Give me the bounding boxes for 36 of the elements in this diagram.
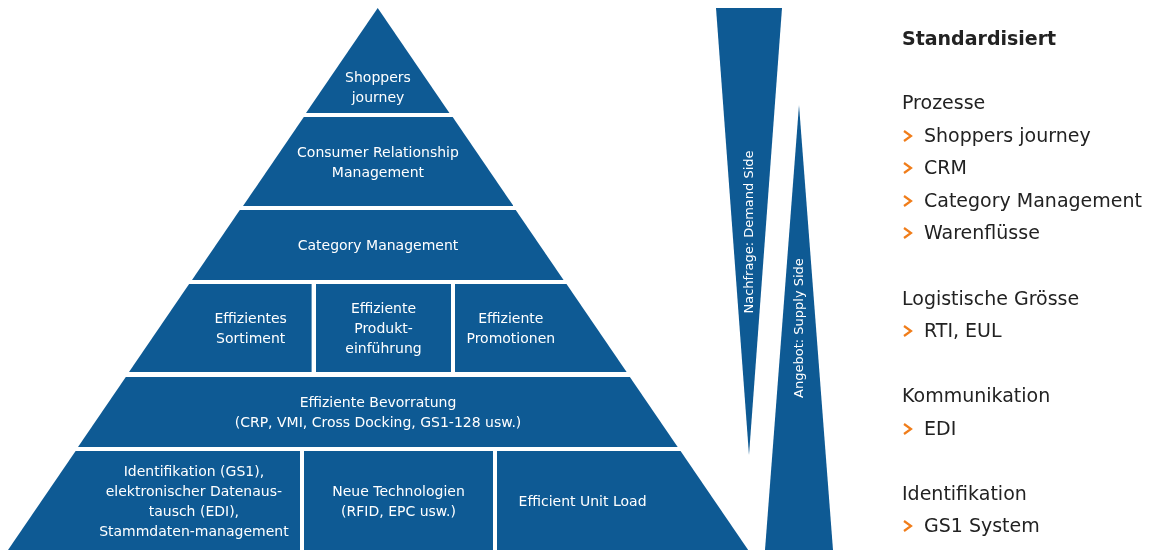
pyramid-segment	[455, 284, 627, 372]
list-item: Shoppers journey	[924, 123, 1091, 147]
pyramid-segment	[497, 451, 749, 550]
pyramid-segment	[192, 210, 564, 280]
pyramid-segment	[316, 284, 451, 372]
heading: Standardisiert	[902, 26, 1057, 50]
pyramid-apex	[306, 8, 450, 113]
segment-label: Neue Technologien	[332, 481, 465, 501]
list-item: Warenflüsse	[924, 220, 1040, 244]
segment-label: Identifikation (GS1), elektronischer Datenaus-tausch (EDI), Stammdaten-management	[98, 461, 289, 541]
pyramid-segment	[78, 377, 678, 447]
list-item: RTI, EUL	[924, 318, 1002, 342]
segment-label: Effiziente Produkt-einführung	[344, 299, 423, 358]
segment-label: (CRP, VMI, Cross Docking, GS1-128 usw.)	[234, 413, 522, 432]
pyramid-segment	[7, 451, 300, 550]
pyramid-segment	[129, 284, 312, 372]
segment-label: Effiziente Bevorratung	[299, 393, 457, 412]
wedge-label: Nachfrage: Demand Side	[740, 149, 757, 314]
list-item: GS1 System	[924, 513, 1040, 537]
list-item: CRM	[924, 155, 967, 179]
segment-label: Consumer Relationship Management	[296, 142, 460, 182]
wedge-label: Angebot: Supply Side	[790, 257, 807, 398]
segment-label: Shoppers journey	[344, 67, 412, 107]
list-item: EDI	[924, 416, 957, 440]
group-heading: Prozesse	[902, 90, 986, 114]
segment-label: (RFID, EPC usw.)	[341, 501, 456, 521]
segment-label: Effizientes Sortiment	[213, 309, 288, 348]
group-heading: Identifikation	[902, 481, 1027, 505]
segment-label: Effiziente Promotionen	[465, 309, 557, 348]
group-heading: Logistische Grösse	[902, 286, 1080, 310]
pyramid-segment	[242, 117, 514, 206]
segment-label: Efficient Unit Load	[518, 491, 647, 511]
list-item: Category Management	[924, 188, 1142, 212]
pyramid-segment	[304, 451, 493, 550]
segment-label: Category Management	[297, 236, 459, 255]
group-heading: Kommunikation	[902, 383, 1051, 407]
